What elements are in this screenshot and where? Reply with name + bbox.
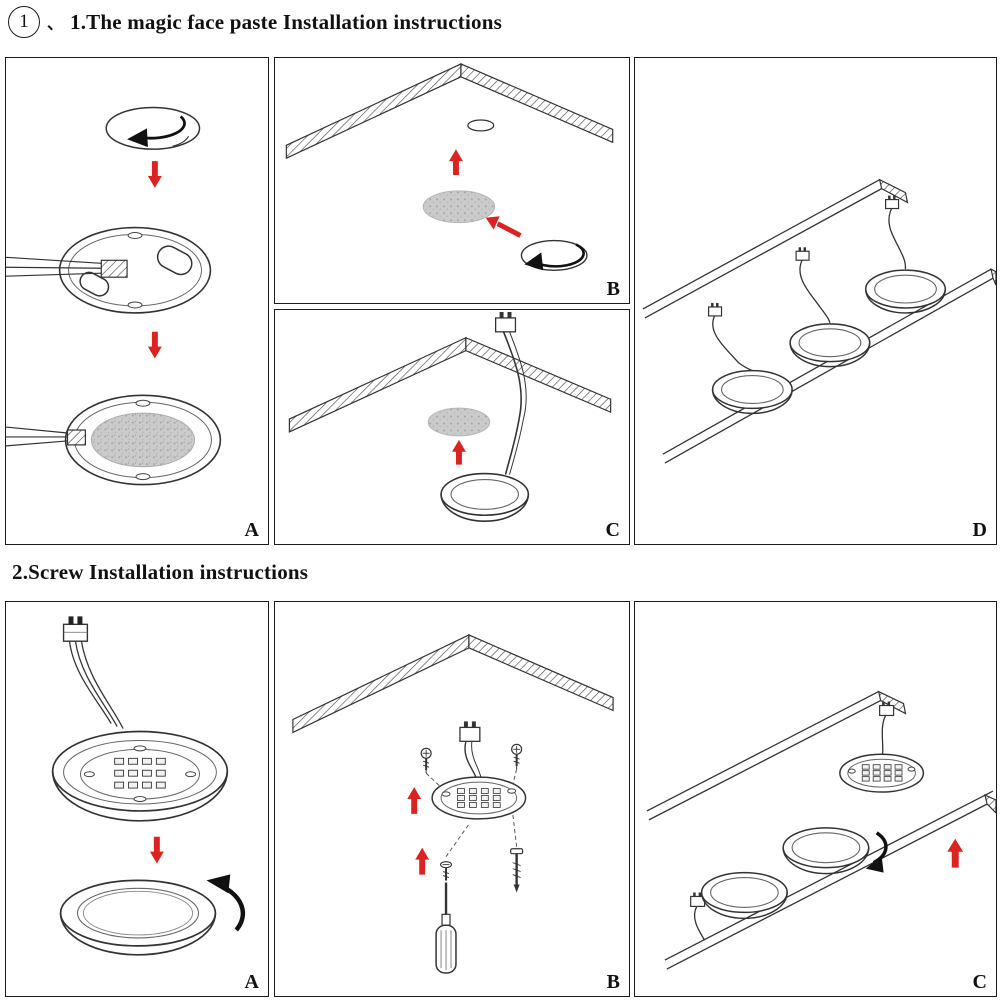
panel-letter: B <box>606 278 620 300</box>
screw-c-illustration <box>646 690 996 970</box>
panel-letter: D <box>972 519 987 541</box>
up-left-arrow-icon <box>485 216 522 238</box>
rotation-arrow-icon <box>524 252 544 271</box>
screw-icon <box>510 848 524 893</box>
screw-icon <box>511 743 523 770</box>
wire <box>693 906 706 941</box>
wire <box>471 741 482 778</box>
up-arrow-icon <box>415 847 430 875</box>
up-arrow-icon <box>452 439 466 465</box>
paste-b-illustration <box>285 63 614 271</box>
led-array <box>457 788 501 808</box>
puck-base <box>839 753 925 793</box>
screw-icon <box>420 747 432 774</box>
puck-light <box>789 323 871 368</box>
adhesive-disc <box>105 106 201 150</box>
wire <box>80 641 124 729</box>
up-arrow-icon <box>947 838 964 868</box>
panel-screw-b: B <box>274 601 630 997</box>
puck-cover <box>59 879 217 956</box>
rotation-arrow-icon <box>127 128 148 148</box>
screwdriver-icon <box>435 822 471 974</box>
wire-connector <box>459 721 481 742</box>
puck-base-open <box>51 730 229 822</box>
rotation-arrow-icon <box>865 831 888 873</box>
panel-letter: C <box>972 971 987 993</box>
screw-b-illustration <box>292 633 614 974</box>
adhesive-disc <box>520 239 588 271</box>
paste-d-illustration <box>642 178 996 464</box>
cabinet-underside <box>285 63 614 160</box>
wire-connector <box>795 247 831 324</box>
step-number-badge: 1 <box>8 6 40 38</box>
wire <box>6 256 102 277</box>
panel-letter: C <box>605 519 620 541</box>
panel-paste-d: D <box>634 57 997 545</box>
wire <box>68 641 112 724</box>
puck-light <box>711 369 793 415</box>
panel-paste-c: C <box>274 309 630 545</box>
section2-header: 2.Screw Installation instructions <box>12 560 308 585</box>
section1-header: 1 、 1.The magic face paste Installation … <box>8 6 502 38</box>
panel-paste-a: A <box>5 57 269 545</box>
screw-a-illustration <box>51 616 246 956</box>
panel-screw-c: C <box>634 601 997 997</box>
shelf-edge <box>646 690 907 821</box>
section2-title: 2.Screw Installation instructions <box>12 560 309 584</box>
wire <box>799 259 831 324</box>
led-array <box>114 757 166 789</box>
adhesive-pad <box>90 412 196 468</box>
panel-letter: A <box>244 519 259 541</box>
adhesive-pad <box>427 407 491 437</box>
down-arrow-icon <box>147 331 162 359</box>
panel-letter: A <box>244 971 259 993</box>
wire-connector <box>707 302 753 372</box>
puck-base <box>431 776 527 820</box>
down-arrow-icon <box>149 836 164 864</box>
panel-letter: B <box>606 971 620 993</box>
alignment-dash <box>445 822 471 857</box>
puck-light <box>700 871 788 920</box>
cabinet-underside <box>288 336 612 433</box>
alignment-dash <box>512 812 518 847</box>
wire <box>509 331 527 475</box>
wire <box>888 208 907 270</box>
wire <box>6 426 68 447</box>
down-arrow-icon <box>147 161 162 188</box>
wire-connector <box>494 311 517 333</box>
shelf-edge <box>664 790 996 970</box>
panel-paste-b: B <box>274 57 630 304</box>
wire-connector <box>879 701 895 755</box>
shelf-edge <box>642 178 909 319</box>
wire <box>881 715 887 755</box>
separator-mark: 、 <box>47 16 64 33</box>
puck-light <box>782 827 870 875</box>
wire <box>712 315 753 372</box>
wire-connector <box>62 616 89 642</box>
wire-connector <box>885 195 907 270</box>
cabinet-underside <box>292 633 614 734</box>
mounting-hole <box>467 119 495 132</box>
adhesive-pad <box>422 190 496 224</box>
panel-screw-a: A <box>5 601 269 997</box>
up-arrow-icon <box>449 149 463 176</box>
up-arrow-icon <box>407 787 422 814</box>
puck-back-view <box>6 226 212 314</box>
wire <box>74 641 118 727</box>
paste-a-illustration <box>6 106 222 486</box>
puck-light <box>864 269 947 314</box>
wire <box>502 331 522 475</box>
paste-c-illustration <box>288 311 612 522</box>
rotation-arrow-icon <box>206 874 246 932</box>
puck-with-adhesive <box>6 394 222 486</box>
wire <box>464 741 477 778</box>
section1-title: 1.The magic face paste Installation inst… <box>70 9 502 34</box>
puck-light <box>440 472 530 522</box>
led-array <box>861 764 903 782</box>
